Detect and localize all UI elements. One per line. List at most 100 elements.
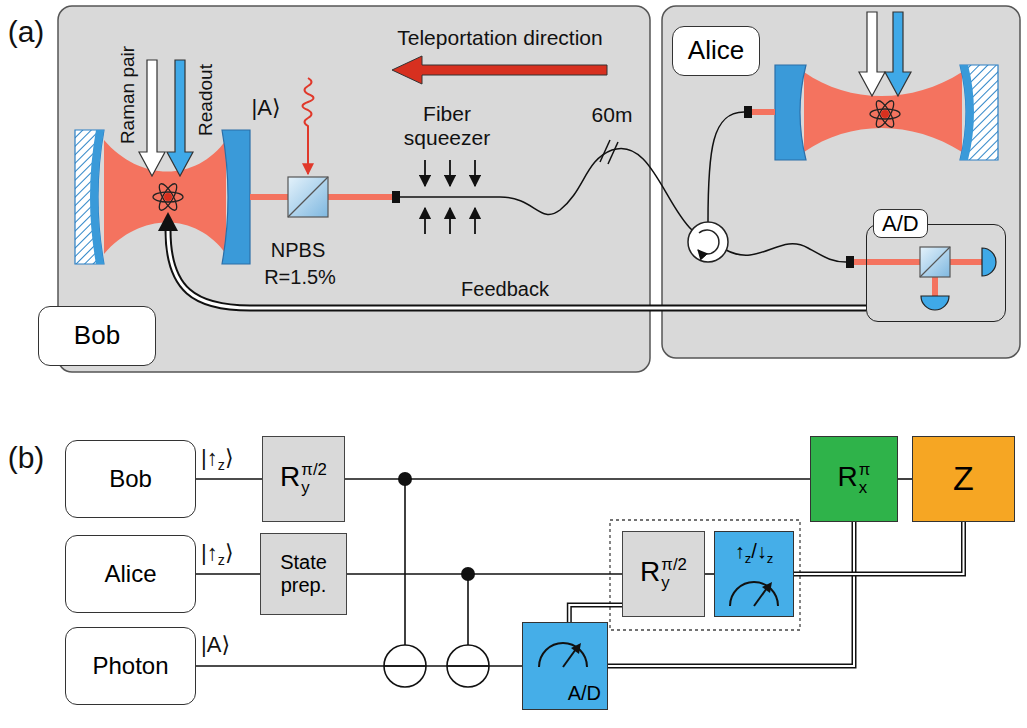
node-text: Photon — [92, 652, 168, 680]
detector-optics — [920, 247, 950, 277]
direction-arrow — [392, 56, 607, 84]
quantum-wire — [196, 478, 262, 480]
meter-icon — [762, 582, 772, 593]
component-label: R=1.5% — [264, 266, 336, 289]
laser-arrow — [885, 12, 911, 96]
qubit-label: Photon — [65, 627, 196, 705]
node-text: Ryπ/2 — [280, 461, 327, 496]
gate-symbol: R — [280, 461, 300, 492]
squeezer-arrow — [424, 208, 426, 234]
beam-splitter — [288, 177, 328, 217]
gate-superscript: π/2 — [661, 556, 687, 574]
gate-symbol: R — [838, 461, 858, 492]
beam-label: Readout — [195, 64, 217, 136]
meter-icon — [571, 643, 581, 654]
optical-cavity — [804, 72, 962, 152]
optical-fiber — [400, 148, 692, 230]
person-label: Bob — [38, 306, 156, 366]
glyph: ↓ — [757, 540, 767, 562]
optical-cavity — [90, 130, 104, 264]
glyph: ⟩ — [221, 632, 230, 657]
laser-arrow — [859, 12, 885, 96]
gate-box: Ryπ/2 — [622, 531, 705, 617]
wire-group — [345, 479, 810, 480]
wire-group — [608, 522, 854, 666]
detector-optics — [854, 247, 996, 310]
meter-icon — [726, 578, 782, 608]
gate-symbol: R — [640, 556, 660, 587]
atom-symbol — [881, 110, 889, 118]
wire-group — [705, 574, 714, 575]
glyph: ⟩ — [225, 540, 234, 565]
node-text: Bob — [74, 321, 120, 351]
qubit-label: Alice — [65, 535, 196, 613]
node-text: Alice — [688, 36, 744, 66]
classical-wire-core — [794, 522, 964, 574]
optical-cavity — [75, 130, 104, 264]
measurement-box: A/D — [522, 622, 608, 710]
subscript: z — [745, 551, 752, 566]
meter-icon — [539, 643, 587, 667]
cnot-gate — [384, 472, 489, 687]
squeezer-arrow — [474, 208, 476, 234]
gate-index: yπ/2 — [661, 556, 687, 591]
classical-wire — [794, 522, 964, 574]
squeezer-arrow — [449, 160, 451, 186]
optical-cavity — [960, 65, 974, 160]
gate-index: xπ — [859, 461, 871, 496]
fiber-connector — [744, 106, 752, 118]
fiber-break — [600, 140, 610, 162]
node-text: Bob — [109, 465, 152, 493]
circulator-symbol — [688, 222, 728, 262]
laser-beam — [250, 194, 288, 200]
wire-group — [794, 522, 964, 574]
panel-letter: (a) — [8, 15, 45, 50]
optical-cavity — [752, 109, 775, 115]
qubit-label: Bob — [65, 440, 196, 518]
node-text: A/D — [873, 209, 928, 238]
feedback-line — [158, 212, 866, 308]
laser-arrow — [139, 60, 165, 176]
circulator-symbol — [698, 230, 719, 254]
optical-fiber — [726, 244, 846, 262]
wire-group — [347, 574, 622, 575]
detector-optics — [921, 296, 949, 310]
state-label: |↑z⟩ — [201, 540, 233, 569]
glyph: | — [201, 445, 207, 470]
atom-symbol — [153, 192, 183, 202]
meter-icon — [730, 582, 778, 606]
direction-label: Teleportation direction — [397, 26, 602, 50]
atom-symbol — [870, 109, 900, 119]
node-text: Z — [953, 459, 974, 498]
gate-subscript: y — [301, 479, 327, 497]
detector-optics — [982, 248, 996, 276]
detector-optics — [920, 247, 950, 277]
dotted-group-box — [610, 520, 800, 630]
subscript: z — [767, 551, 774, 566]
fiber-connector — [392, 191, 400, 203]
quantum-wire — [898, 478, 912, 480]
beam-splitter — [288, 177, 328, 217]
atom-symbol — [873, 99, 897, 130]
gate-box: Rxπ — [810, 436, 898, 522]
gate-index: yπ/2 — [301, 461, 327, 496]
laser-arrow — [139, 60, 193, 176]
gate-box: Ryπ/2 — [262, 436, 345, 522]
measurement-box: ↑z/↓z — [714, 531, 794, 617]
laser-beam — [328, 194, 392, 200]
wire-group — [196, 479, 262, 480]
feedback-line — [168, 230, 866, 308]
classical-wire — [608, 522, 854, 666]
dotted-group-box — [610, 520, 800, 630]
quantum-wire — [345, 478, 810, 480]
state-label: |A⟩ — [252, 95, 281, 120]
atom-symbol — [153, 182, 183, 213]
laser-arrow — [167, 60, 193, 176]
fiber-connector — [846, 256, 854, 268]
quantum-wire — [196, 573, 260, 575]
wire-group — [569, 605, 622, 622]
direction-arrow — [392, 56, 607, 84]
